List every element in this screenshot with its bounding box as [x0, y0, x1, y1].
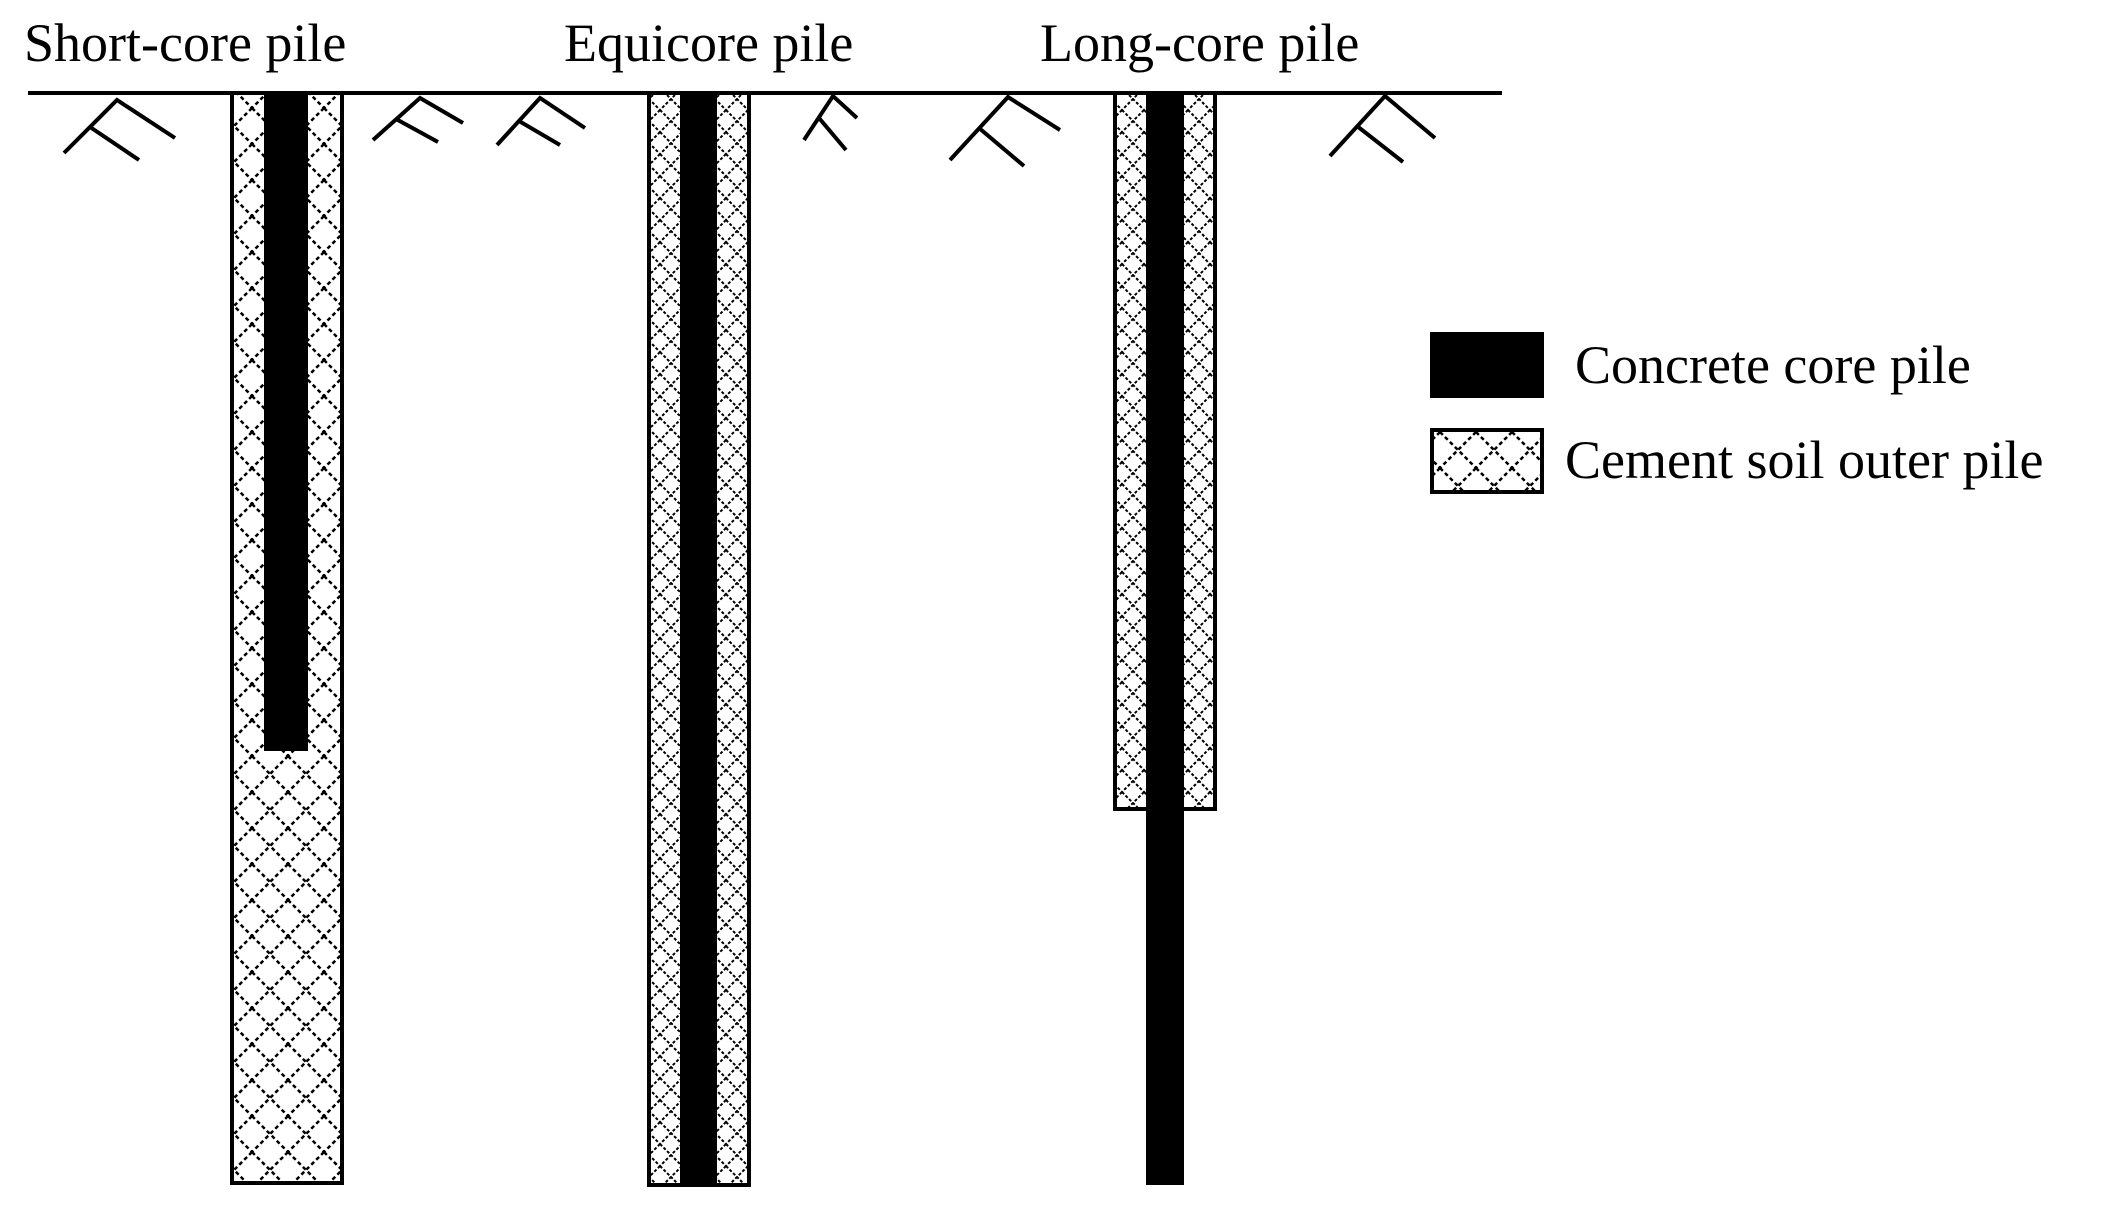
long-core-pile — [1113, 91, 1217, 1185]
legend-swatch-concrete-core — [1430, 332, 1544, 398]
short-core-concrete-core — [264, 93, 308, 751]
ground-symbol-icon — [62, 97, 177, 162]
legend: Concrete core pile Cement soil outer pil… — [1430, 332, 2043, 494]
ground-symbol-icon — [371, 95, 465, 144]
ground-symbol-icon — [948, 94, 1062, 168]
equicore-concrete-core — [680, 93, 717, 1185]
legend-label-cement-soil-outer: Cement soil outer pile — [1565, 430, 2043, 490]
short-core-pile — [230, 91, 344, 1185]
equicore-pile — [647, 91, 751, 1187]
long-core-pile-label: Long-core pile — [1040, 13, 1359, 73]
ground-symbol-icon — [495, 95, 587, 147]
long-core-concrete-core — [1146, 93, 1184, 1185]
legend-label-concrete-core: Concrete core pile — [1575, 335, 1971, 395]
short-core-pile-label: Short-core pile — [24, 13, 346, 73]
ground-symbol-icon — [802, 92, 859, 152]
ground-hatch-symbols — [62, 92, 1437, 168]
equicore-pile-label: Equicore pile — [564, 13, 853, 73]
ground-symbol-icon — [1328, 93, 1437, 164]
legend-swatch-cement-soil-outer — [1430, 428, 1544, 494]
